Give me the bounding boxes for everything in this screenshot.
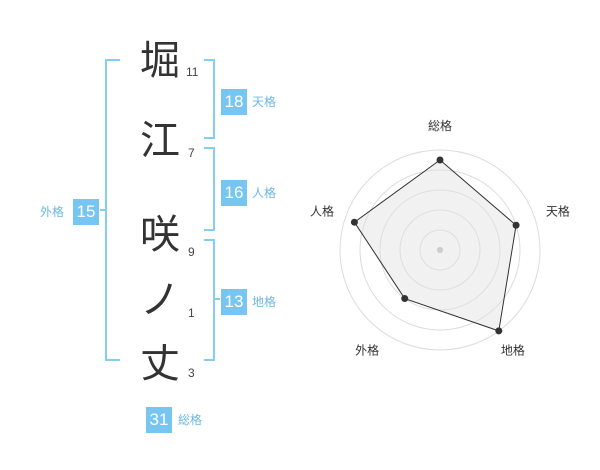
name-char-2: 江 xyxy=(140,118,180,164)
name-char-5: 丈 xyxy=(140,341,180,387)
radar-ring xyxy=(339,149,541,351)
stroke-count-2: 7 xyxy=(188,146,195,160)
radar-point-5 xyxy=(350,218,358,226)
radar-axis-label: 総格 xyxy=(428,118,452,133)
radar-axis-label: 人格 xyxy=(310,204,334,219)
stroke-count-4: 1 xyxy=(188,306,195,320)
gaikaku-label: 外格 xyxy=(40,205,65,219)
soukaku-value: 31 xyxy=(146,407,172,433)
name-char-1: 堀 xyxy=(140,38,180,84)
radar-data-points xyxy=(350,156,520,335)
stroke-count-5: 3 xyxy=(188,366,195,380)
tenkaku-bracket xyxy=(204,59,215,139)
jinkaku-bracket xyxy=(204,147,215,231)
radar-data-polygon xyxy=(353,159,517,332)
name-char-4: ノ xyxy=(140,277,180,323)
tenkaku-value: 18 xyxy=(221,89,247,115)
radar-point-1 xyxy=(436,156,444,164)
radar-point-4 xyxy=(401,295,409,303)
radar-grid-rings xyxy=(339,149,541,351)
gaikaku-bracket xyxy=(105,59,120,361)
radar-point-2 xyxy=(512,221,520,229)
jinkaku-value: 16 xyxy=(221,180,247,206)
jinkaku-label: 人格 xyxy=(252,186,277,200)
radar-axis-label: 外格 xyxy=(355,342,379,357)
name-char-3: 咲 xyxy=(140,212,180,258)
chikaku-label: 地格 xyxy=(252,295,277,309)
tenkaku-label: 天格 xyxy=(252,95,277,109)
stroke-count-1: 11 xyxy=(186,65,199,79)
radar-axis-label: 天格 xyxy=(546,204,570,219)
radar-ring xyxy=(419,229,461,271)
gaikaku-value: 15 xyxy=(73,199,99,225)
stroke-count-3: 9 xyxy=(188,245,195,259)
soukaku-label: 総格 xyxy=(178,413,203,427)
radar-ring xyxy=(399,209,481,291)
radar-ring xyxy=(359,169,521,331)
radar-center-dot xyxy=(437,247,443,253)
chikaku-value: 13 xyxy=(221,289,247,315)
radar-axis-label: 地格 xyxy=(501,342,525,357)
radar-ring xyxy=(379,189,501,311)
chikaku-bracket xyxy=(204,239,215,361)
radar-point-3 xyxy=(495,327,503,335)
